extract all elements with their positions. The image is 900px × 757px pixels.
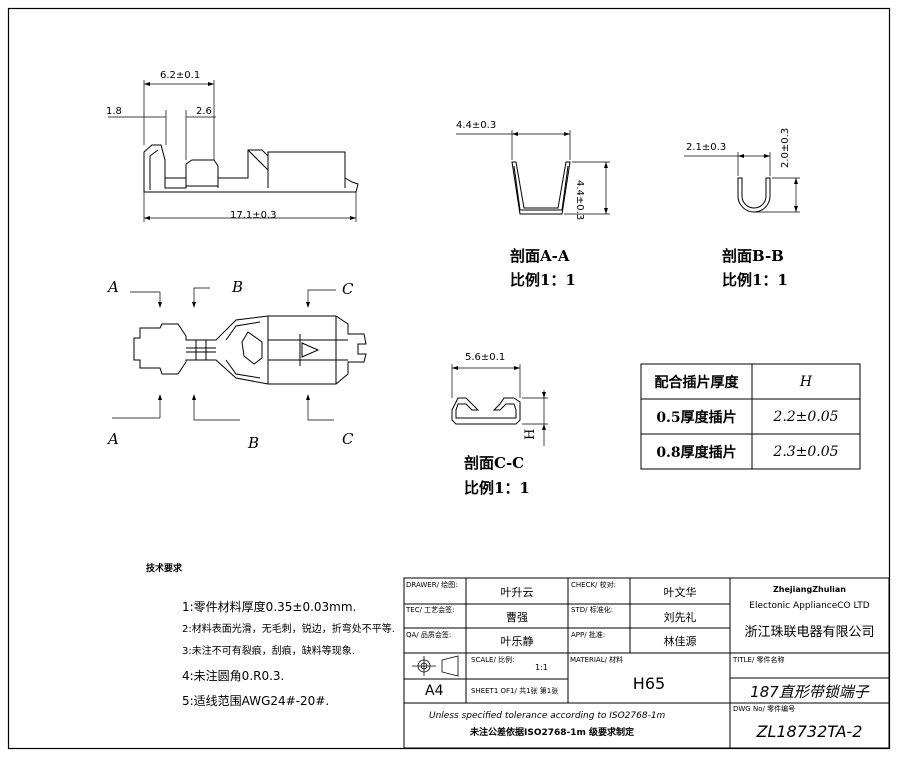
marker-c-top: C [342, 280, 354, 298]
tech-note-1: 1:零件材料厚度0.35±0.03mm. [182, 600, 357, 614]
check-value: 叶文华 [663, 586, 697, 599]
section-cc-scale: 比例1：1 [464, 479, 530, 497]
side-dimensions [108, 80, 357, 222]
mating-row1-thickness: 0.5厚度插片 [656, 409, 737, 426]
tech-note-2: 2:材料表面光滑，无毛刺，锐边，折弯处不平等. [182, 624, 395, 635]
scale-value: 1:1 [535, 663, 548, 672]
qa-label: QA/ 品质会签: [406, 631, 452, 639]
material-value: H65 [632, 673, 666, 693]
check-label: CHECK/ 校对: [571, 581, 616, 589]
section-cc [451, 397, 521, 425]
mating-table-grid [640, 363, 861, 470]
section-aa-scale: 比例1：1 [510, 271, 576, 289]
tech-note-3: 3:未注不可有裂痕，刮痕，缺料等现象. [182, 646, 355, 657]
cc-dimensions [451, 364, 548, 446]
section-bb-scale: 比例1：1 [722, 271, 788, 289]
section-bb [737, 177, 771, 213]
mating-header-thickness: 配合插片厚度 [654, 374, 739, 391]
dim-aa-height: 4.4±0.3 [574, 180, 585, 221]
mating-row1-h: 2.2±0.05 [773, 408, 839, 425]
marker-b-top: B [232, 278, 244, 296]
company-en-line1: ZhejiangZhulian [773, 584, 846, 594]
section-bb-title: 剖面B-B [722, 247, 784, 265]
tech-note-4: 4:未注圆角0.R0.3. [182, 669, 285, 683]
sheet-info: SHEET1 OF1/ 共1张 第1张 [471, 687, 559, 695]
dim-side-length: 17.1±0.3 [230, 210, 277, 221]
company-en-line2: Electonic ApplianceCO LTD [749, 601, 870, 611]
section-aa-title: 剖面A-A [510, 247, 570, 265]
section-markers [112, 287, 336, 421]
drawer-label: DRAWER/ 绘图: [406, 581, 458, 589]
dim-cc-height: H [523, 428, 538, 440]
top-view [133, 315, 367, 385]
title-block-grid [403, 577, 890, 749]
dim-bb-width: 2.1±0.3 [686, 142, 727, 153]
marker-c-bottom: C [342, 430, 354, 448]
dim-bb-height: 2.0±0.3 [780, 127, 791, 168]
dim-cc-width: 5.6±0.1 [465, 352, 506, 363]
marker-a-top: A [108, 278, 119, 296]
mating-header-h: H [799, 373, 813, 390]
mating-row2-h: 2.3±0.05 [773, 443, 839, 460]
title-label: TITLE/ 零件名称 [733, 656, 785, 664]
side-view [143, 144, 359, 193]
material-label: MATERIAL/ 材料 [570, 656, 624, 664]
std-value: 刘先礼 [663, 610, 697, 624]
dim-side-slot: 2.6 [196, 106, 212, 117]
drawing-number: ZL18732TA-2 [756, 721, 863, 741]
app-value: 林佳源 [663, 635, 697, 648]
paper-size: A4 [425, 683, 444, 699]
tec-value: 曹强 [506, 610, 528, 624]
scale-label: SCALE/ 比例: [471, 656, 515, 664]
std-label: STD/ 标准化: [571, 606, 614, 614]
section-cc-title: 剖面C-C [464, 454, 525, 472]
company-cn: 浙江珠联电器有限公司 [744, 624, 875, 640]
tech-note-5: 5:适线范围AWG24#-20#. [182, 694, 330, 708]
drawer-value: 叶升云 [500, 586, 534, 599]
qa-value: 叶乐静 [500, 635, 534, 648]
projection-symbol-icon [412, 655, 459, 677]
aa-dimensions [456, 130, 610, 215]
tech-notes-title: 技术要求 [146, 564, 183, 574]
dim-side-width: 6.2±0.1 [160, 70, 201, 81]
dwg-label: DWG No/ 零件编号 [733, 705, 796, 713]
tolerance-cn: 未注公差依据ISO2768-1m 级要求制定 [470, 728, 635, 738]
section-aa [511, 161, 571, 215]
part-title: 187直形带锁端子 [750, 682, 869, 701]
tec-label: TEC/ 工艺会签: [406, 606, 455, 614]
dim-side-left: 1.8 [106, 106, 122, 117]
dim-aa-width: 4.4±0.3 [456, 120, 497, 131]
marker-a-bottom: A [108, 430, 119, 448]
app-label: APP/ 批准: [571, 631, 606, 639]
tolerance-en: Unless specified tolerance according to … [429, 711, 666, 721]
marker-b-bottom: B [248, 434, 260, 452]
mating-row2-thickness: 0.8厚度插片 [656, 444, 737, 461]
